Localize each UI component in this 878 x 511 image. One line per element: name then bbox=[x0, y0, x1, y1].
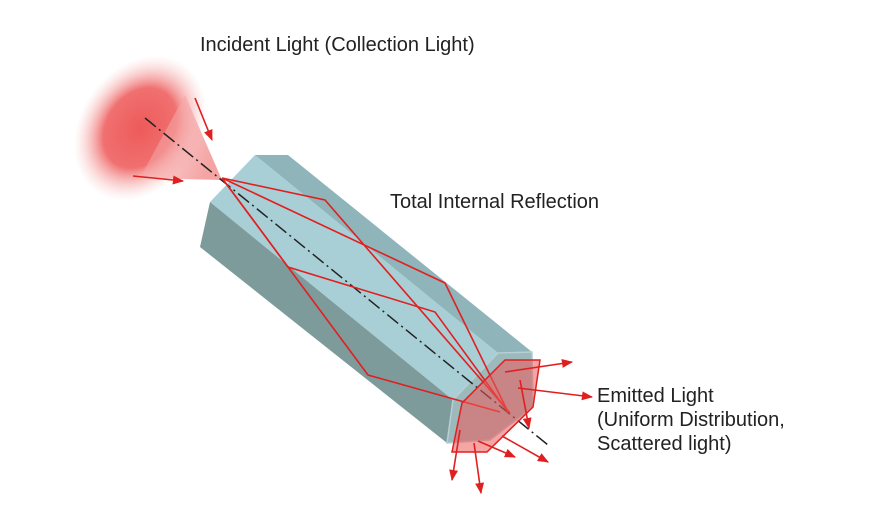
incident-light-label: Incident Light (Collection Light) bbox=[200, 34, 475, 56]
emitted-light-line-3: Scattered light) bbox=[597, 433, 732, 455]
emitted-light-label: Emitted Light (Uniform Distribution, Sca… bbox=[597, 384, 785, 456]
incident-light-cone bbox=[140, 95, 222, 180]
prism-top-face bbox=[210, 155, 498, 400]
prism-bottom-face bbox=[200, 202, 453, 443]
emission-face-overlay bbox=[451, 359, 541, 453]
emitted-light-line-1: Emitted Light bbox=[597, 385, 714, 407]
light-source-glow bbox=[73, 55, 207, 201]
prism-side-face bbox=[255, 155, 532, 353]
reflected-rays bbox=[221, 177, 511, 414]
incident-arrows bbox=[132, 97, 213, 185]
total-internal-reflection-label: Total Internal Reflection bbox=[390, 191, 600, 213]
emitted-arrows bbox=[449, 359, 594, 495]
emitted-light-line-2: (Uniform Distribution, bbox=[597, 409, 785, 431]
